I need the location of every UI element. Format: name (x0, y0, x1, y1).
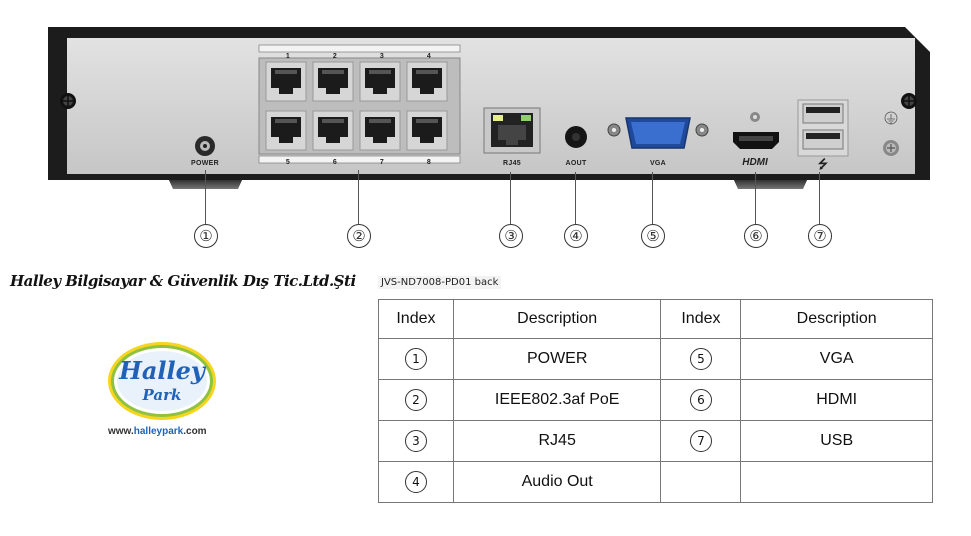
aout-port-label: AOUT (565, 160, 587, 167)
index-cell: 1 (378, 338, 454, 380)
index-cell: 3 (378, 420, 454, 462)
callout-4: ④ (564, 224, 588, 248)
poe-port-5 (265, 110, 307, 151)
poe-port-number-6: 6 (332, 159, 338, 166)
poe-port-1 (265, 61, 307, 102)
nvr-back-panel: POWER RJ45 AOUT VGA HDMI ⭍ 1 2 3 4 5 6 7… (0, 0, 971, 200)
url-prefix: www. (108, 426, 134, 437)
hdmi-port-label: HDMI (742, 157, 768, 168)
poe-ports (265, 61, 448, 151)
callout-line-7 (819, 172, 820, 224)
callout-5: ⑤ (641, 224, 665, 248)
nvr-back-panel-drawing (48, 27, 930, 189)
device-rear-panel (67, 38, 915, 174)
poe-port-6 (312, 110, 354, 151)
poe-port-8 (406, 110, 448, 151)
callout-6: ⑥ (744, 224, 768, 248)
description-cell: VGA (740, 338, 933, 380)
vga-port-label: VGA (649, 160, 667, 167)
header-description-1: Description (452, 299, 662, 339)
halley-park-logo: Halley Park (106, 340, 218, 422)
index-badge: 4 (404, 471, 427, 493)
table-header-row: Index Description Index Description (378, 299, 933, 339)
poe-port-number-3: 3 (379, 53, 385, 60)
table-row: 3 RJ45 7 USB (378, 420, 933, 462)
index-cell: 5 (660, 338, 742, 380)
poe-port-number-8: 8 (426, 159, 432, 166)
usb-symbol-icon: ⭍ (817, 157, 829, 171)
callout-line-1 (205, 170, 206, 224)
index-badge: 2 (404, 389, 427, 411)
callout-2: ② (347, 224, 371, 248)
table-row: 2 IEEE802.3af PoE 6 HDMI (378, 379, 933, 421)
callout-line-3 (510, 172, 511, 224)
index-cell: 7 (660, 420, 742, 462)
callout-line-4 (575, 172, 576, 224)
logo-halley-text: Halley (119, 356, 205, 385)
port-description-table: Index Description Index Description 1 PO… (378, 299, 933, 503)
poe-port-number-1: 1 (285, 53, 291, 60)
company-name: Halley Bilgisayar & Güvenlik Dış Tic.Ltd… (10, 272, 356, 290)
description-cell: USB (740, 420, 933, 462)
description-cell: RJ45 (452, 420, 662, 462)
index-badge: 5 (689, 348, 712, 370)
callout-3: ③ (499, 224, 523, 248)
poe-port-2 (312, 61, 354, 102)
callout-line-6 (755, 172, 756, 224)
header-index-1: Index (378, 299, 454, 339)
index-cell: 4 (378, 461, 454, 503)
poe-port-3 (359, 61, 401, 102)
poe-port-number-4: 4 (426, 53, 432, 60)
index-badge: 7 (689, 430, 712, 452)
description-cell: HDMI (740, 379, 933, 421)
logo-park-text: Park (142, 386, 182, 404)
device-foot-right (733, 178, 808, 189)
description-cell: POWER (452, 338, 662, 380)
callout-1: ① (194, 224, 218, 248)
description-cell: IEEE802.3af PoE (452, 379, 662, 421)
usb-ports (797, 99, 849, 157)
company-url[interactable]: www.halleypark.com (108, 426, 207, 437)
description-cell: Audio Out (452, 461, 662, 503)
index-badge: 1 (404, 348, 427, 370)
power-port-label: POWER (191, 160, 219, 167)
rj45-port-label: RJ45 (503, 160, 521, 167)
index-badge: 3 (404, 430, 427, 452)
rj45-port (483, 107, 541, 154)
index-cell: 2 (378, 379, 454, 421)
poe-port-4 (406, 61, 448, 102)
hdmi-port (733, 112, 779, 149)
callout-line-5 (652, 172, 653, 224)
vga-port (607, 117, 709, 149)
poe-port-number-5: 5 (285, 159, 291, 166)
table-row: 1 POWER 5 VGA (378, 338, 933, 380)
model-caption: JVS-ND7008-PD01 back (378, 276, 502, 289)
poe-port-7 (359, 110, 401, 151)
ground-terminal (883, 111, 899, 156)
index-cell: 6 (660, 379, 742, 421)
header-index-2: Index (660, 299, 742, 339)
description-cell-empty (740, 461, 933, 503)
poe-port-number-7: 7 (379, 159, 385, 166)
header-description-2: Description (740, 299, 933, 339)
index-badge: 6 (689, 389, 712, 411)
callout-line-2 (358, 170, 359, 224)
url-brand: halleypark (133, 426, 184, 437)
url-suffix: .com (183, 426, 207, 437)
table-row: 4 Audio Out (378, 461, 933, 503)
callout-7: ⑦ (808, 224, 832, 248)
poe-port-number-2: 2 (332, 53, 338, 60)
index-cell-empty (660, 461, 742, 503)
